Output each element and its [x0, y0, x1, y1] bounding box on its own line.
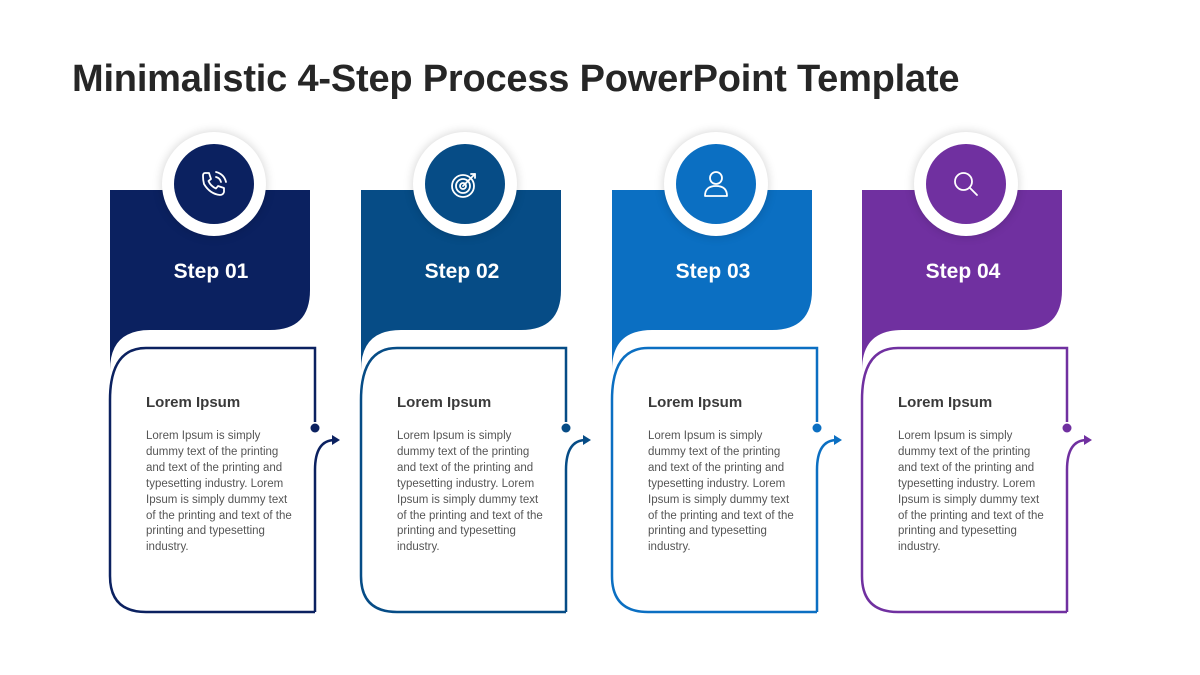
page-title: Minimalistic 4-Step Process PowerPoint T… — [72, 58, 960, 100]
step-1-frame — [108, 190, 340, 614]
step-3: Step 03 Lorem Ipsum Lorem Ipsum is simpl… — [610, 130, 852, 620]
step-4-heading: Lorem Ipsum — [898, 394, 993, 411]
step-3-label: Step 03 — [675, 260, 751, 283]
step-2-icon-circle — [425, 144, 505, 224]
target-icon — [451, 173, 476, 198]
step-1-icon-circle — [174, 144, 254, 224]
step-3-text: Lorem Ipsum is simply dummy text of the … — [648, 430, 794, 554]
step-4-label: Step 04 — [925, 260, 1001, 283]
step-1-label: Step 01 — [173, 260, 249, 283]
step-4-frame — [860, 190, 1092, 614]
search-icon — [954, 172, 978, 196]
phone-icon — [202, 171, 227, 196]
step-2: Step 02 Lorem Ipsum Lorem Ipsum is simpl… — [359, 130, 601, 620]
step-3-frame — [610, 190, 842, 614]
step-2-heading: Lorem Ipsum — [397, 394, 492, 411]
user-icon — [704, 171, 728, 197]
step-1-icon-ring — [162, 132, 266, 236]
step-1-heading: Lorem Ipsum — [146, 394, 241, 411]
step-1: Step 01 Lorem Ipsum Lorem Ipsum is simpl… — [108, 130, 350, 620]
step-2-icon-ring — [413, 132, 517, 236]
step-3-heading: Lorem Ipsum — [648, 394, 743, 411]
step-2-text: Lorem Ipsum is simply dummy text of the … — [397, 430, 543, 554]
step-4-text: Lorem Ipsum is simply dummy text of the … — [898, 430, 1044, 554]
step-4-icon-circle — [926, 144, 1006, 224]
step-2-label: Step 02 — [424, 260, 500, 283]
step-4: Step 04 Lorem Ipsum Lorem Ipsum is simpl… — [860, 130, 1102, 620]
step-1-text: Lorem Ipsum is simply dummy text of the … — [146, 430, 292, 554]
step-4-icon-ring — [914, 132, 1018, 236]
step-3-icon-circle — [676, 144, 756, 224]
step-2-frame — [359, 190, 591, 614]
step-3-icon-ring — [664, 132, 768, 236]
